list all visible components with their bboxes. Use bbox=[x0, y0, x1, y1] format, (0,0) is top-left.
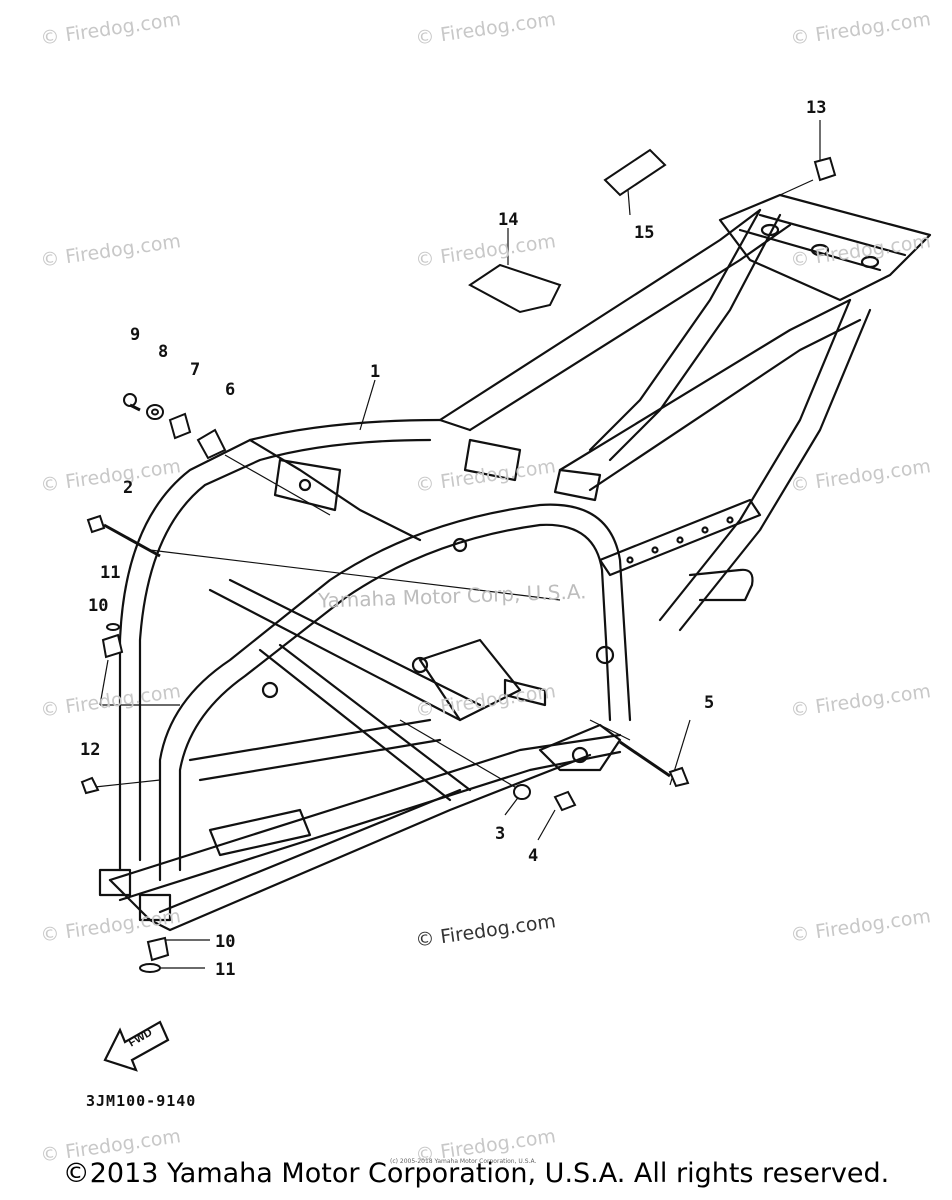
part-11-clip-bottom bbox=[139, 963, 161, 973]
rear-strut-1 bbox=[588, 208, 762, 452]
callout-10-top: 10 bbox=[88, 596, 109, 616]
part-9-bolt bbox=[123, 393, 137, 407]
diagonal-brace bbox=[258, 643, 472, 802]
center-bracket bbox=[463, 438, 522, 482]
callout-11-top: 11 bbox=[100, 563, 121, 583]
copyright-notice: ©2013 Yamaha Motor Corporation, U.S.A. A… bbox=[62, 1158, 890, 1189]
callout-1: 1 bbox=[370, 362, 381, 382]
front-hoop-outer bbox=[118, 418, 472, 872]
part-15-plate bbox=[603, 148, 667, 197]
rear-plate-detail bbox=[738, 213, 907, 272]
fwd-arrow-icon bbox=[103, 1020, 170, 1072]
callout-6: 6 bbox=[225, 380, 236, 400]
callout-13: 13 bbox=[806, 98, 827, 118]
callout-8: 8 bbox=[158, 342, 169, 362]
part-12-screw bbox=[80, 776, 100, 795]
part-6-bushing bbox=[196, 428, 227, 460]
rear-side-plate bbox=[598, 498, 762, 577]
front-mount-box bbox=[208, 808, 312, 857]
part-10-grommet-bottom bbox=[146, 936, 170, 962]
callout-2: 2 bbox=[123, 478, 134, 498]
rear-upper-rail-4 bbox=[588, 318, 862, 492]
rear-down-tube-1 bbox=[658, 298, 852, 622]
callout-12: 12 bbox=[80, 740, 101, 760]
pivot-shaft bbox=[503, 678, 547, 707]
part-10-grommet-top bbox=[101, 633, 124, 659]
callout-9: 9 bbox=[130, 325, 141, 345]
center-bracket-2 bbox=[553, 468, 602, 502]
front-crossbar-inner bbox=[178, 523, 612, 872]
part-5-bolt bbox=[668, 766, 690, 788]
seat-rail bbox=[248, 438, 422, 542]
part-11-clip-top bbox=[106, 623, 120, 631]
callout-4: 4 bbox=[528, 846, 539, 866]
engine-mount-plate bbox=[418, 638, 522, 722]
fine-print: (c) 2005-2018 Yamaha Motor Corporation, … bbox=[390, 1158, 537, 1165]
part-14-pad bbox=[468, 263, 562, 314]
lower-rail-front bbox=[108, 753, 592, 932]
diagram-code: 3JM100-9140 bbox=[86, 1092, 197, 1110]
lower-cross-member bbox=[188, 718, 442, 782]
part-4-nut bbox=[553, 790, 577, 812]
part-7-collar bbox=[168, 412, 192, 440]
callout-15: 15 bbox=[634, 223, 655, 243]
callout-14: 14 bbox=[498, 210, 519, 230]
part-2-bolt bbox=[86, 514, 106, 534]
callout-10-bottom: 10 bbox=[215, 932, 236, 952]
callout-7: 7 bbox=[190, 360, 201, 380]
rear-upper-rail-3 bbox=[558, 298, 852, 472]
front-crossbar-outer bbox=[158, 503, 632, 882]
rear-strut-2 bbox=[608, 213, 782, 462]
front-hoop-inner bbox=[138, 438, 432, 862]
callout-5: 5 bbox=[704, 693, 715, 713]
rear-down-tube-2 bbox=[678, 308, 872, 632]
footrest-loop bbox=[688, 568, 754, 602]
callout-3: 3 bbox=[495, 824, 506, 844]
pivot-bracket bbox=[538, 723, 622, 772]
part-13-cap bbox=[813, 156, 837, 182]
upper-bracket-plate bbox=[273, 458, 342, 512]
part-3-washer bbox=[513, 784, 531, 800]
rear-upper-rail-2 bbox=[468, 223, 792, 432]
lower-rail-left-inner bbox=[118, 750, 622, 902]
lower-rail-left bbox=[108, 733, 622, 882]
mid-cross-member bbox=[208, 578, 482, 722]
rear-upper-rail-1 bbox=[438, 208, 762, 422]
callout-11-bottom: 11 bbox=[215, 960, 236, 980]
lower-rail-front-inner bbox=[158, 788, 462, 914]
